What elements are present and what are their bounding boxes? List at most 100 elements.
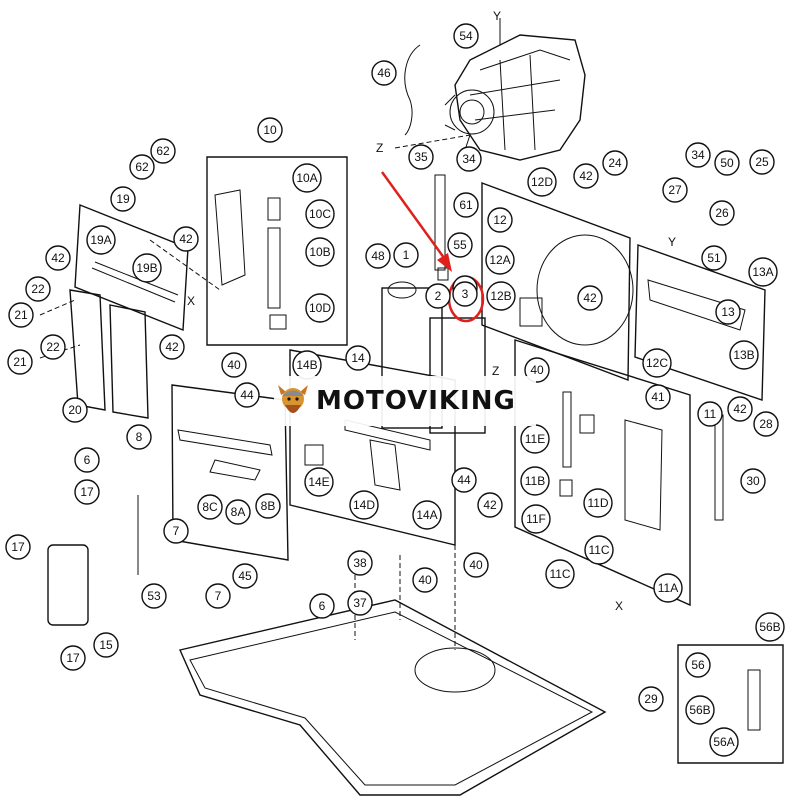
callout-34: 34	[685, 142, 711, 168]
callout-44: 44	[451, 467, 477, 493]
callout-42: 42	[477, 492, 503, 518]
callout-label: 6	[319, 599, 326, 613]
callout-6: 6	[309, 593, 335, 619]
callout-40: 40	[221, 352, 247, 378]
callout-13: 13	[715, 299, 741, 325]
callout-label: 25	[755, 155, 769, 169]
callout-label: 24	[608, 156, 622, 170]
callout-24: 24	[602, 150, 628, 176]
callout-label: 10D	[309, 301, 331, 315]
callout-label: 42	[51, 251, 65, 265]
callout-34: 34	[456, 146, 482, 172]
callout-17: 17	[74, 479, 100, 505]
axis-marker-x-left: X	[187, 294, 195, 308]
callout-19b: 19B	[132, 253, 162, 283]
callout-54: 54	[453, 23, 479, 49]
axis-marker-y-right: Y	[668, 235, 676, 249]
callout-label: 17	[66, 651, 80, 665]
callout-56b: 56B	[685, 695, 715, 725]
callout-37: 37	[347, 590, 373, 616]
callout-label: 19B	[136, 261, 157, 275]
callout-label: 61	[459, 198, 473, 212]
callout-1: 1	[393, 242, 419, 268]
highlight-arrow	[380, 171, 449, 263]
callout-label: 12D	[531, 175, 553, 189]
callout-label: 55	[453, 238, 467, 252]
callout-label: 22	[31, 282, 45, 296]
callout-label: 11C	[588, 543, 609, 557]
callout-label: 50	[720, 156, 734, 170]
callout-label: 34	[462, 152, 476, 166]
callout-label: 7	[173, 524, 180, 538]
callout-label: 13B	[733, 348, 754, 362]
base-frame	[179, 599, 607, 796]
callout-15: 15	[93, 632, 119, 658]
callout-label: 14D	[353, 498, 375, 512]
callout-label: 15	[99, 638, 113, 652]
callout-2: 2	[425, 283, 451, 309]
callout-label: 7	[215, 589, 222, 603]
callout-14d: 14D	[349, 490, 379, 520]
callout-21: 21	[8, 302, 34, 328]
callout-label: 62	[135, 160, 149, 174]
callout-label: 54	[459, 29, 473, 43]
callout-11c: 11C	[584, 535, 614, 565]
box-56	[677, 644, 784, 764]
callout-label: 41	[651, 390, 665, 404]
callout-19a: 19A	[86, 225, 116, 255]
callout-label: 19A	[90, 233, 111, 247]
callout-12b: 12B	[486, 281, 516, 311]
callout-label: 42	[733, 402, 747, 416]
callout-42: 42	[45, 245, 71, 271]
callout-62: 62	[150, 138, 176, 164]
callout-label: 12B	[490, 289, 511, 303]
callout-label: 21	[13, 355, 27, 369]
callout-label: 12	[493, 213, 507, 227]
callout-label: 56B	[759, 620, 780, 634]
callout-label: 8A	[231, 505, 246, 519]
callout-label: 14A	[416, 508, 437, 522]
callout-42: 42	[727, 396, 753, 422]
callout-10b: 10B	[305, 237, 335, 267]
panel-13	[634, 244, 766, 401]
callout-56: 56	[685, 652, 711, 678]
callout-35: 35	[408, 144, 434, 170]
callout-14a: 14A	[412, 500, 442, 530]
watermark: MOTOVIKING	[274, 376, 536, 426]
callout-13a: 13A	[748, 257, 778, 287]
callout-label: 51	[707, 251, 721, 265]
callout-11: 11	[697, 401, 723, 427]
callout-11a: 11A	[653, 573, 683, 603]
callout-11f: 11F	[521, 504, 551, 534]
callout-label: 11E	[525, 432, 545, 446]
callout-label: 38	[353, 556, 367, 570]
callout-56a: 56A	[709, 727, 739, 757]
callout-label: 12C	[646, 356, 668, 370]
callout-11c: 11C	[545, 559, 575, 589]
callout-label: 21	[14, 308, 28, 322]
callout-label: 27	[668, 183, 682, 197]
callout-label: 12A	[489, 253, 510, 267]
callout-10d: 10D	[305, 293, 335, 323]
callout-8a: 8A	[225, 499, 251, 525]
callout-label: 14	[351, 351, 365, 365]
callout-label: 40	[530, 363, 544, 377]
axis-marker-y-top: Y	[493, 9, 501, 23]
callout-label: 37	[353, 596, 367, 610]
callout-label: 30	[746, 474, 760, 488]
callout-42: 42	[573, 163, 599, 189]
callout-29: 29	[638, 686, 664, 712]
callout-20: 20	[62, 397, 88, 423]
callout-label: 29	[644, 692, 658, 706]
callout-label: 42	[579, 169, 593, 183]
callout-label: 42	[165, 340, 179, 354]
callout-label: 11A	[658, 581, 678, 595]
callout-46: 46	[371, 60, 397, 86]
callout-42: 42	[173, 226, 199, 252]
callout-label: 34	[691, 148, 705, 162]
callout-12c: 12C	[642, 348, 672, 378]
panel-11	[514, 339, 691, 607]
callout-10: 10	[257, 117, 283, 143]
callout-label: 10	[263, 123, 277, 137]
callout-label: 22	[46, 340, 60, 354]
